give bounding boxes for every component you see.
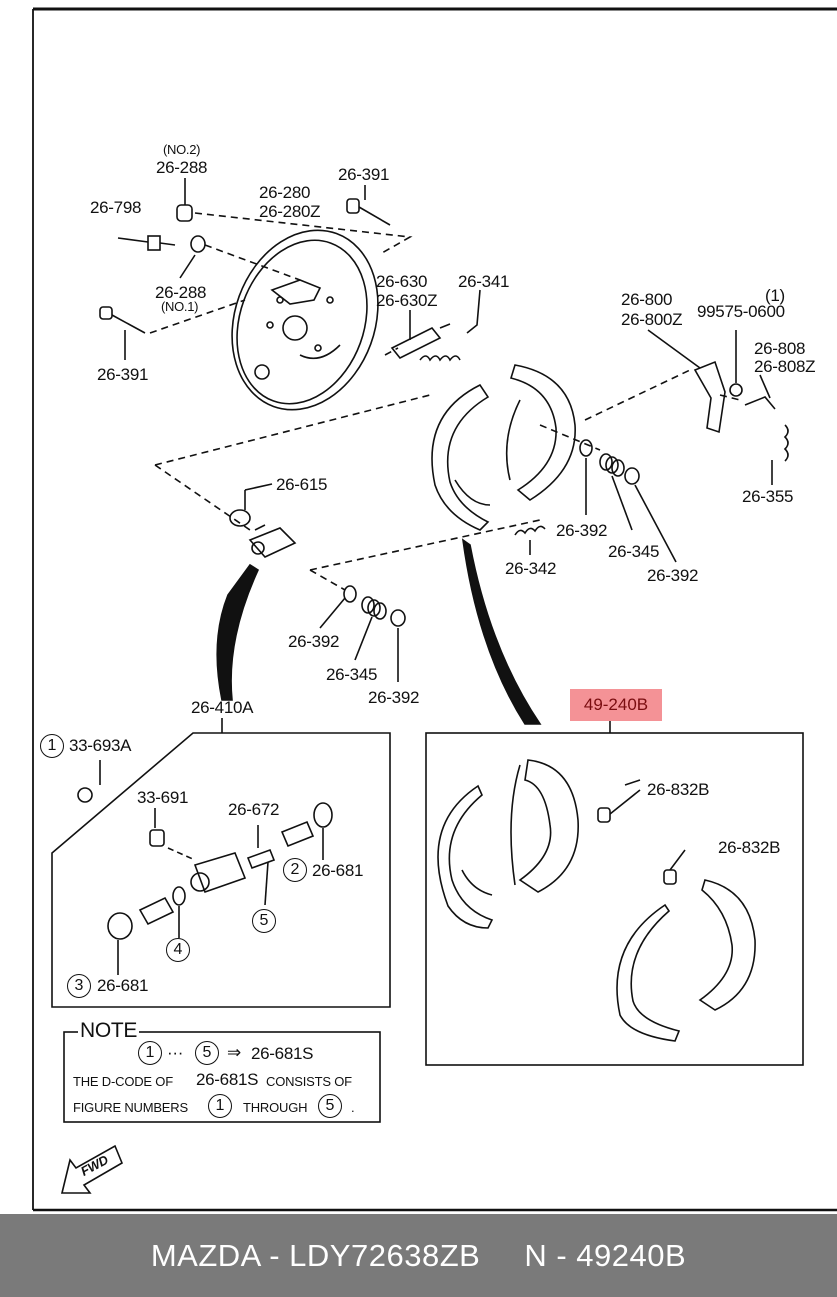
label-26-392-d: 26-392 xyxy=(368,688,420,707)
adjuster-26-630 xyxy=(390,310,451,360)
brake-shoe-set-parts xyxy=(437,759,756,1042)
label-26-345-a: 26-345 xyxy=(608,542,660,561)
note-dots: ··· xyxy=(167,1043,184,1062)
footer-brand-part: MAZDA - LDY72638ZB xyxy=(150,1237,481,1273)
label-26-800: 26-800 xyxy=(621,290,673,309)
note-circled-1-b: 1 xyxy=(208,1094,232,1118)
highlight-49-240b[interactable]: 49-240B xyxy=(570,689,662,721)
circled-number-1: 1 xyxy=(40,734,64,758)
note-line2-start: THE D-CODE OF xyxy=(73,1074,173,1089)
brake-shoe-upper-left xyxy=(431,383,491,531)
label-99575-0600: 99575-0600 xyxy=(697,302,785,321)
label-26-832b-b: 26-832B xyxy=(718,838,781,857)
circled-number-3: 3 xyxy=(67,974,91,998)
label-26-280: 26-280 xyxy=(259,183,311,202)
plug-26-288-no2 xyxy=(176,178,193,222)
note-code-line1: 26-681S xyxy=(251,1044,314,1063)
label-no1: (NO.1) xyxy=(161,299,199,314)
o-ring-26-615 xyxy=(229,509,251,527)
circled-number-4: 4 xyxy=(166,938,190,962)
bolt-26-391-left xyxy=(99,306,146,360)
note-circled-5-b: 5 xyxy=(318,1094,342,1118)
note-box xyxy=(63,1031,381,1123)
hold-down-kit-lower xyxy=(319,585,406,682)
label-26-681-2: 26-681 xyxy=(312,861,364,880)
note-through: THROUGH xyxy=(243,1100,308,1115)
backing-plate xyxy=(231,229,379,411)
label-26-392-a: 26-392 xyxy=(556,521,608,540)
label-no2: (NO.2) xyxy=(163,142,201,157)
plug-26-288-no1 xyxy=(179,235,206,279)
label-26-355: 26-355 xyxy=(742,487,794,506)
circled-number-5: 5 xyxy=(252,909,276,933)
label-26-808z: 26-808Z xyxy=(754,357,816,376)
label-26-288-no2: 26-288 xyxy=(156,158,208,177)
spring-26-342 xyxy=(514,525,546,555)
label-26-391-top: 26-391 xyxy=(338,165,390,184)
label-26-392-c: 26-392 xyxy=(288,632,340,651)
bolt-26-798 xyxy=(117,235,176,251)
label-26-341: 26-341 xyxy=(458,272,510,291)
note-code-line2: 26-681S xyxy=(196,1070,259,1089)
fwd-arrow-icon xyxy=(60,1144,124,1194)
label-26-280z: 26-280Z xyxy=(259,202,321,221)
note-circled-5: 5 xyxy=(195,1041,219,1065)
assembly-dashes-upper xyxy=(149,212,741,591)
label-26-410a: 26-410A xyxy=(191,698,254,717)
circled-number-2: 2 xyxy=(283,858,307,882)
wheel-cylinder xyxy=(248,524,297,558)
wheel-cylinder-kit-box xyxy=(51,718,391,1008)
label-26-615: 26-615 xyxy=(276,475,328,494)
parking-lever xyxy=(647,329,789,485)
label-33-691: 33-691 xyxy=(137,788,189,807)
hold-down-kit-right xyxy=(579,439,677,563)
label-33-693a: 33-693A xyxy=(69,736,132,755)
label-26-798: 26-798 xyxy=(90,198,142,217)
bolt-26-391-top xyxy=(346,185,391,226)
label-26-392-b: 26-392 xyxy=(647,566,699,585)
note-title: NOTE xyxy=(78,1019,140,1043)
note-line2-end: CONSISTS OF xyxy=(266,1074,352,1089)
note-arrow: ⇒ xyxy=(227,1043,241,1062)
brake-shoe-upper-right xyxy=(505,364,576,501)
label-26-391-left: 26-391 xyxy=(97,365,149,384)
label-26-681-3: 26-681 xyxy=(97,976,149,995)
label-26-288-no1: 26-288 xyxy=(155,283,207,302)
label-26-800z: 26-800Z xyxy=(621,310,683,329)
label-26-832b-a: 26-832B xyxy=(647,780,710,799)
label-26-672: 26-672 xyxy=(228,800,280,819)
label-note-1: (1) xyxy=(765,286,785,305)
note-circled-1: 1 xyxy=(138,1041,162,1065)
callout-wedge-left xyxy=(216,563,260,701)
label-26-345-b: 26-345 xyxy=(326,665,378,684)
spring-26-341 xyxy=(419,289,481,362)
callout-wedge-right xyxy=(461,538,542,725)
footer-bar: MAZDA - LDY72638ZB N - 49240B xyxy=(0,1214,837,1297)
note-line3-start: FIGURE NUMBERS xyxy=(73,1100,188,1115)
label-26-808: 26-808 xyxy=(754,339,806,358)
label-26-630: 26-630 xyxy=(376,272,428,291)
brake-shoe-set-box xyxy=(425,721,804,1066)
footer-ref: N - 49240B xyxy=(524,1237,687,1273)
cylinder-kit-parts xyxy=(77,760,333,975)
label-26-342: 26-342 xyxy=(505,559,557,578)
label-26-630z: 26-630Z xyxy=(376,291,438,310)
note-period: . xyxy=(351,1100,355,1115)
